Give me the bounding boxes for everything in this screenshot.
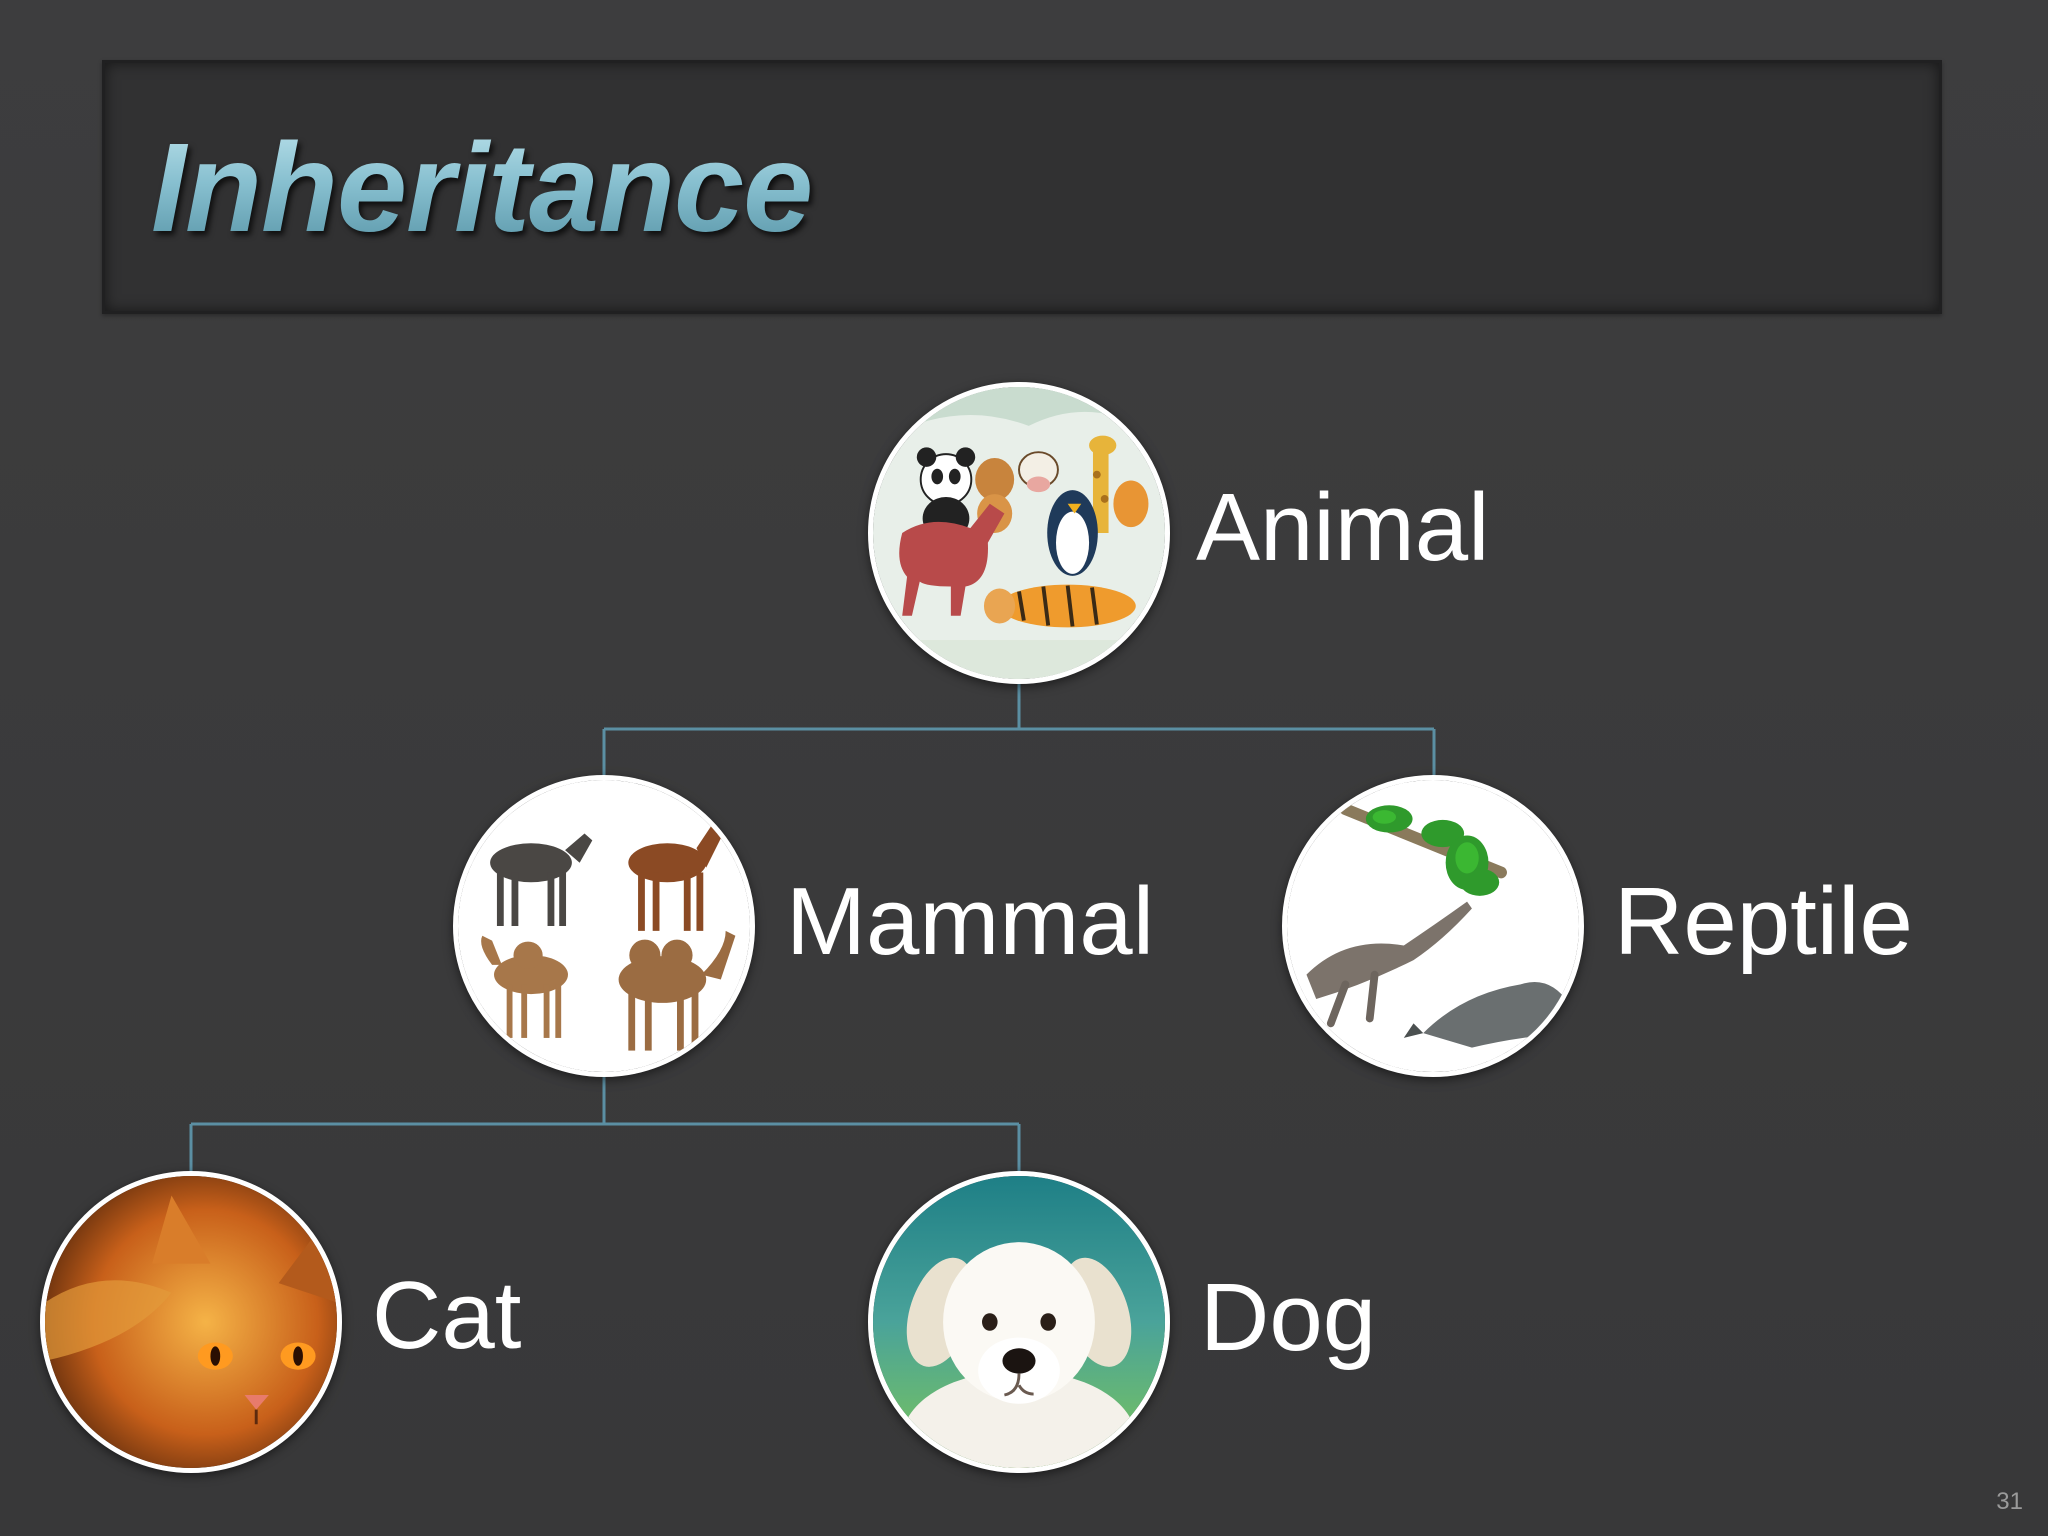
cat-photo-icon	[45, 1176, 337, 1468]
reptile-node-image	[1282, 775, 1584, 1077]
cat-label: Cat	[372, 1262, 522, 1369]
mammal-node-image	[453, 775, 755, 1077]
dog-label: Dog	[1200, 1264, 1377, 1371]
mammal-label: Mammal	[786, 868, 1155, 975]
dog-photo-icon	[873, 1176, 1165, 1468]
mammals-collage-icon	[458, 780, 750, 1072]
page-number: 31	[1996, 1488, 2023, 1515]
cat-node-image	[40, 1171, 342, 1473]
animal-group-illustration-icon	[873, 387, 1165, 679]
title-banner: Inheritance	[102, 60, 1942, 314]
animal-label: Animal	[1196, 474, 1490, 581]
slide-title: Inheritance	[151, 117, 813, 258]
reptile-label: Reptile	[1614, 868, 1913, 975]
animal-node-image	[868, 382, 1170, 684]
dog-node-image	[868, 1171, 1170, 1473]
reptiles-collage-icon	[1287, 780, 1579, 1072]
